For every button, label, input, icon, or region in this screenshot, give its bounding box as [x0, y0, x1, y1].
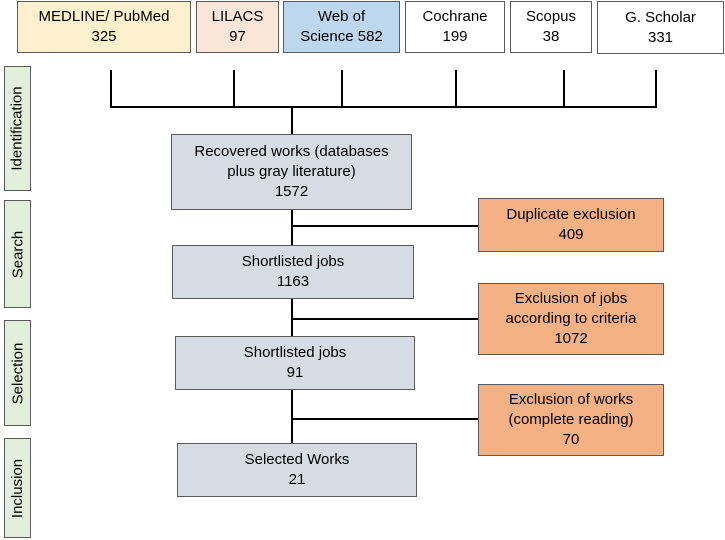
criteria-exclusion-line1: Exclusion of jobs: [514, 290, 628, 307]
stage-identification: Identification: [4, 66, 31, 191]
branch-criteria: [291, 318, 479, 320]
stage-selection: Selection: [4, 320, 31, 426]
source-scopus-name: Scopus: [525, 8, 577, 25]
source-scholar-name: G. Scholar: [625, 8, 696, 26]
source-google-scholar: G. Scholar 331: [597, 1, 724, 54]
connector-lilacs: [233, 70, 235, 108]
recovered-works-line2: plus gray literature): [227, 163, 356, 180]
source-cochrane: Cochrane 199: [405, 1, 505, 53]
connector-cochrane: [455, 70, 457, 108]
source-web-of-science: Web of Science 582: [283, 1, 400, 53]
source-scopus: Scopus 38: [510, 1, 592, 53]
reading-exclusion-line1: Exclusion of works: [508, 391, 634, 408]
source-lilacs: LILACS 97: [196, 1, 279, 53]
criteria-exclusion-box: Exclusion of jobs according to criteria …: [478, 283, 664, 355]
connector-medline: [110, 70, 112, 108]
shortlisted-jobs-1-count: 1163: [276, 273, 310, 290]
stage-identification-label: Identification: [9, 86, 27, 171]
source-medline-name: MEDLINE/ PubMed: [38, 8, 170, 25]
source-cochrane-count: 199: [442, 28, 468, 45]
stage-inclusion: Inclusion: [4, 438, 31, 538]
duplicate-exclusion-count: 409: [558, 226, 584, 243]
duplicate-exclusion-box: Duplicate exclusion 409: [478, 198, 664, 252]
source-lilacs-count: 97: [229, 28, 246, 45]
shortlisted-jobs-box-1: Shortlisted jobs 1163: [172, 245, 414, 299]
stage-search: Search: [4, 200, 31, 308]
connector-wos: [341, 70, 343, 108]
connector-scopus: [563, 70, 565, 108]
source-cochrane-name: Cochrane: [422, 8, 488, 25]
shortlisted-jobs-2-label: Shortlisted jobs: [243, 344, 347, 361]
reading-exclusion-box: Exclusion of works (complete reading) 70: [478, 384, 664, 456]
selected-works-count: 21: [288, 471, 306, 488]
reading-exclusion-line2: (complete reading): [508, 411, 634, 428]
duplicate-exclusion-label: Duplicate exclusion: [506, 206, 636, 223]
connector-scholar: [655, 70, 657, 108]
shortlisted-jobs-box-2: Shortlisted jobs 91: [175, 336, 415, 390]
source-lilacs-name: LILACS: [211, 8, 264, 25]
connector-horizontal: [110, 106, 657, 108]
source-wos-name-line2: Science 582: [300, 28, 383, 45]
spine-2: [291, 298, 293, 336]
source-wos-name-line1: Web of: [317, 8, 366, 25]
source-medline: MEDLINE/ PubMed 325: [17, 1, 191, 53]
source-scholar-count: 331: [647, 28, 674, 46]
shortlisted-jobs-1-label: Shortlisted jobs: [241, 253, 345, 270]
selected-works-box: Selected Works 21: [177, 443, 417, 497]
source-medline-count: 325: [91, 28, 117, 45]
reading-exclusion-count: 70: [562, 431, 580, 448]
spine-3: [291, 390, 293, 443]
stage-search-label: Search: [9, 230, 26, 278]
recovered-works-box: Recovered works (databases plus gray lit…: [171, 134, 412, 210]
stage-selection-label: Selection: [9, 342, 26, 404]
spine-1: [291, 209, 293, 245]
branch-reading: [291, 418, 479, 420]
branch-duplicate: [291, 225, 479, 227]
shortlisted-jobs-2-count: 91: [286, 364, 304, 381]
source-scopus-count: 38: [542, 28, 560, 45]
recovered-works-count: 1572: [274, 183, 309, 200]
criteria-exclusion-line2: according to criteria: [505, 310, 637, 327]
criteria-exclusion-count: 1072: [554, 330, 588, 347]
stage-inclusion-label: Inclusion: [9, 458, 27, 518]
connector-to-recovered: [291, 106, 293, 134]
selected-works-label: Selected Works: [244, 451, 350, 468]
recovered-works-line1: Recovered works (databases: [194, 143, 389, 160]
